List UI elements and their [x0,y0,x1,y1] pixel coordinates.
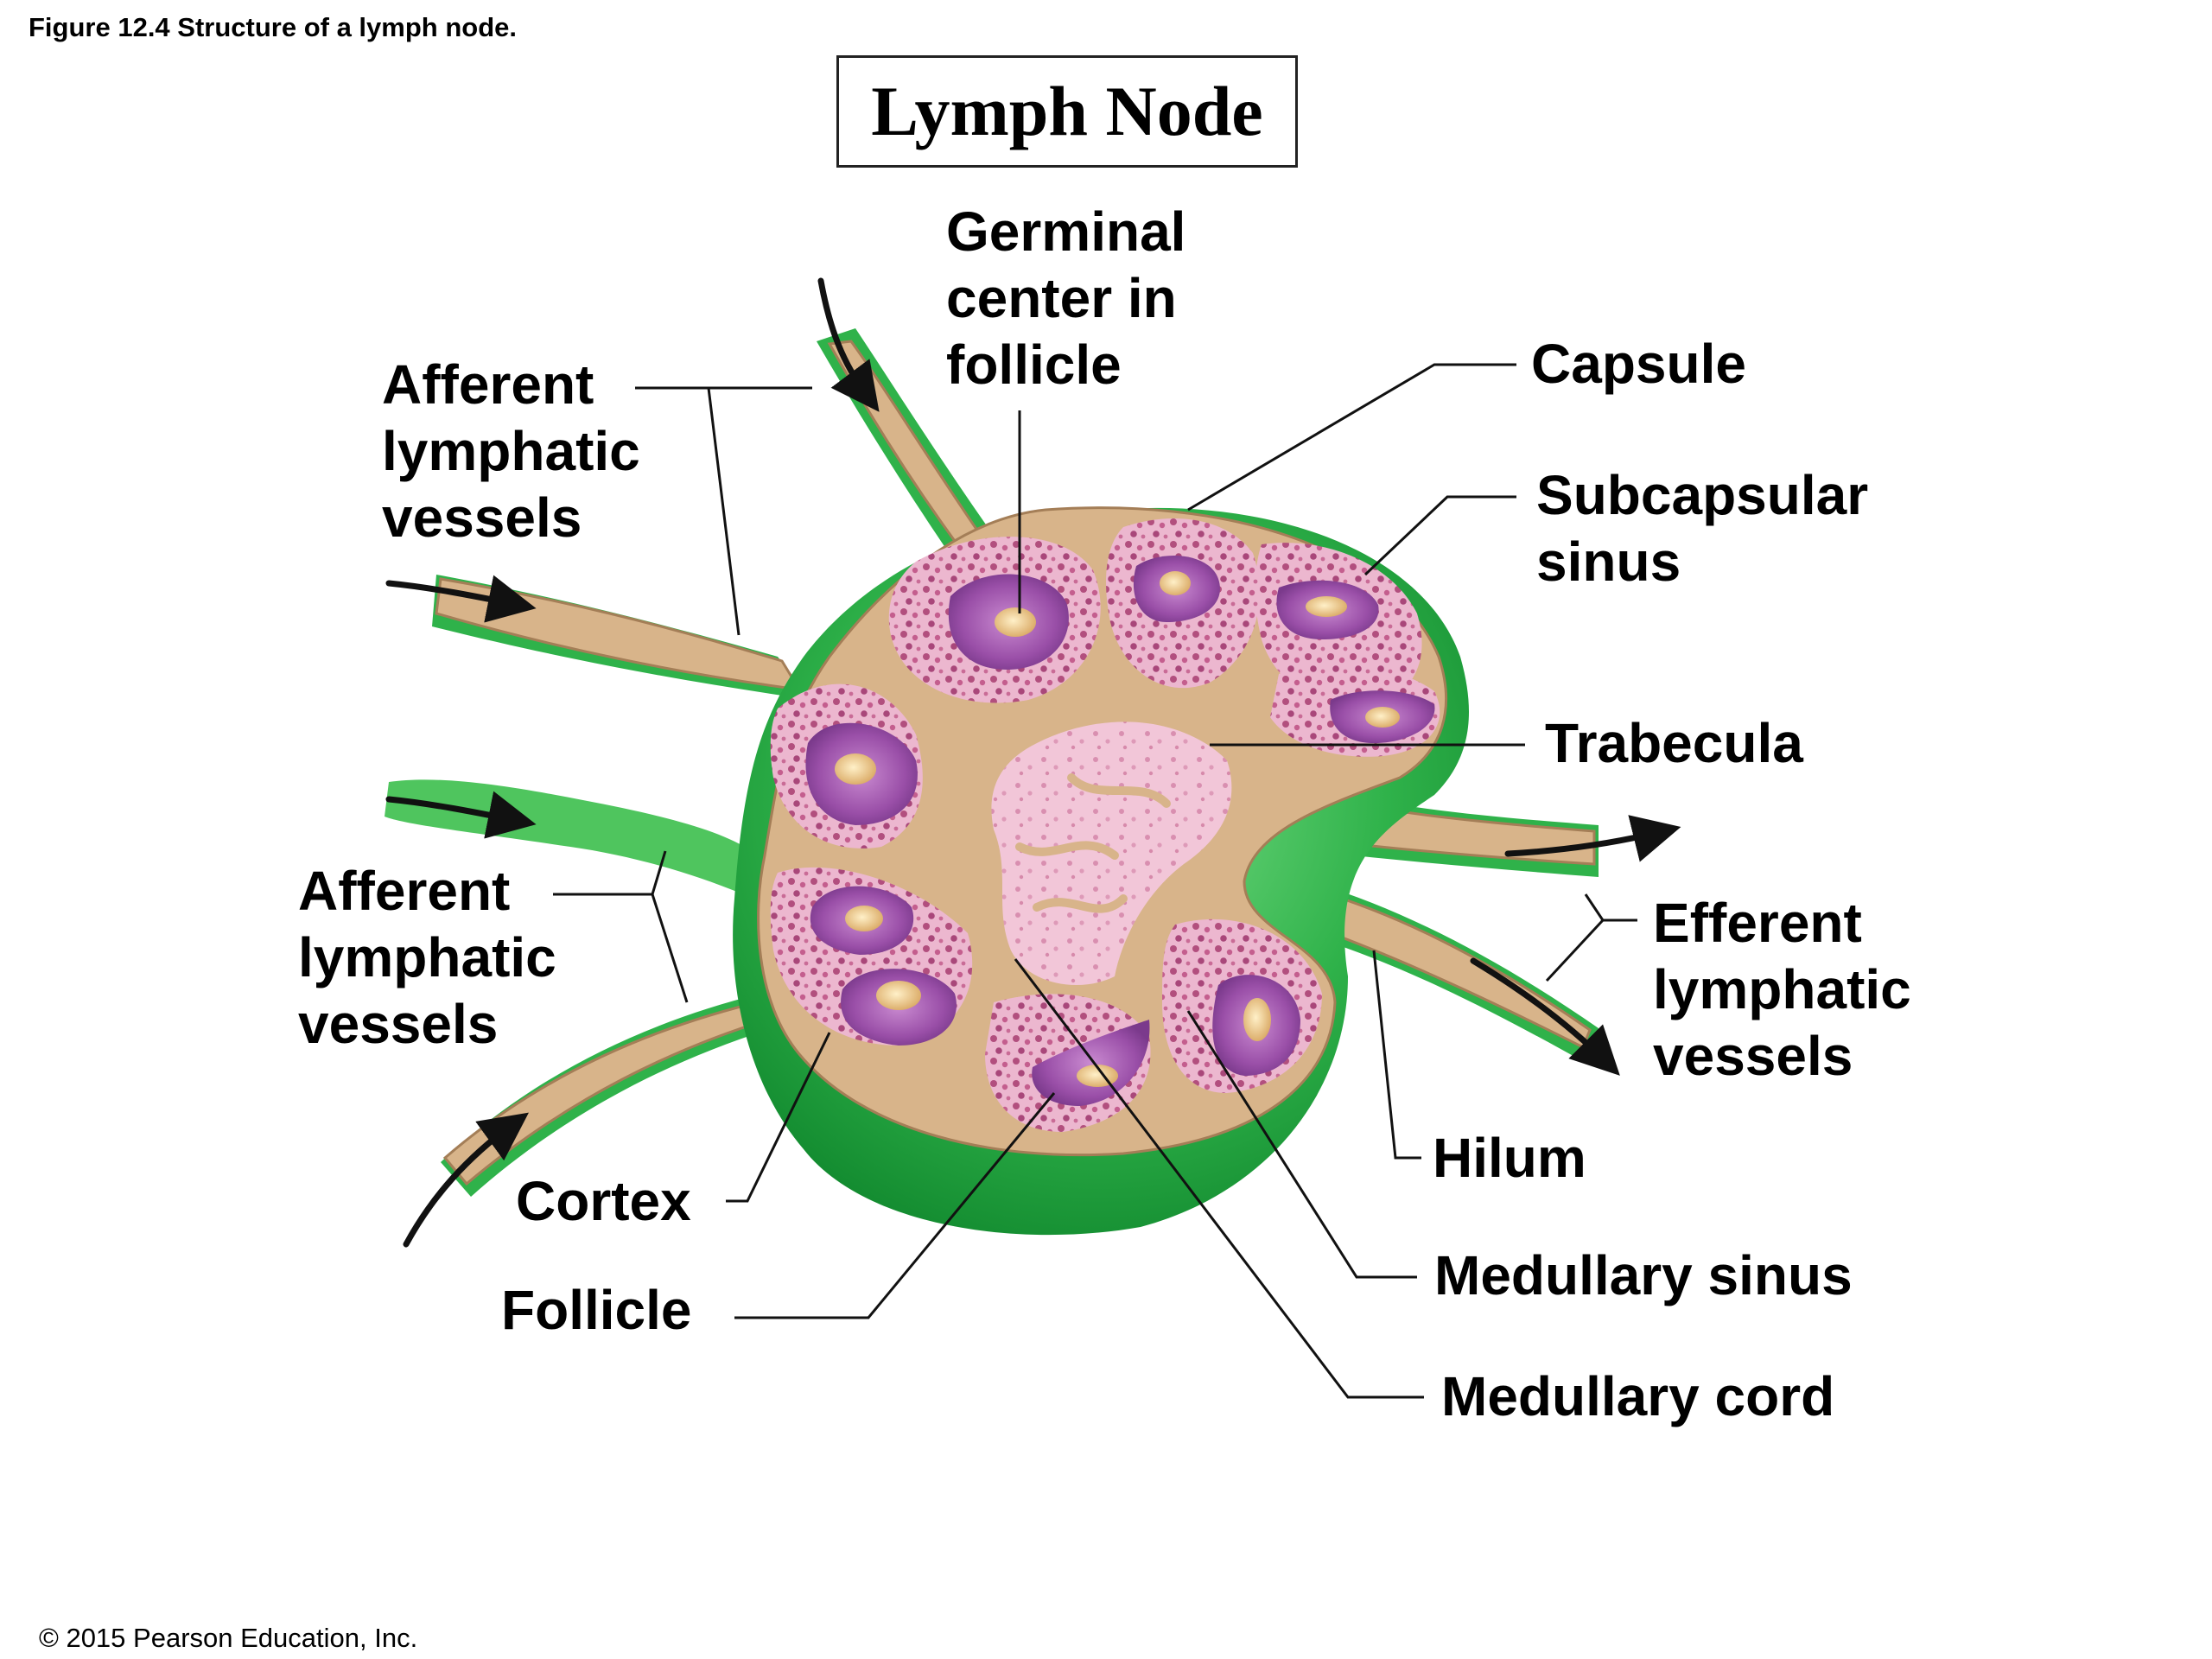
leader-hilum [1372,950,1421,1160]
leader-lines [553,363,1637,1399]
arrow-efferent-lower [1470,957,1620,1076]
arrow-afferent-top [817,277,880,412]
leader-medullary-sinus [1186,1010,1417,1279]
follicles [805,556,1435,1106]
leader-cortex [726,1032,831,1203]
arrow-afferent-middle-left [385,791,537,839]
label-efferent-vessels: Efferent lymphatic vessels [1653,892,1911,1087]
copyright-notice: © 2015 Pearson Education, Inc. [39,1623,418,1653]
arrow-afferent-lower-left [403,1112,529,1248]
leader-medullary-cord [1014,958,1424,1399]
leader-afferent-top [635,386,741,636]
arrow-afferent-upper-left [385,575,537,623]
afferent-vessel-upper-left [432,575,812,700]
diagram-title: Lymph Node [871,72,1263,150]
title-box: Lymph Node [836,55,1298,168]
label-afferent-vessels-bottom: Afferent lymphatic vessels [298,860,556,1055]
arrow-efferent-upper [1504,815,1681,862]
label-germinal-center: Germinal center in follicle [946,200,1186,396]
label-afferent-vessels-top: Afferent lymphatic vessels [382,353,640,549]
label-trabecula: Trabecula [1545,712,1803,774]
label-follicle: Follicle [501,1279,692,1341]
leader-capsule [1187,363,1516,512]
leader-subcapsular-sinus [1363,495,1516,576]
label-subcapsular-sinus: Subcapsular sinus [1536,464,1869,593]
label-capsule: Capsule [1531,333,1746,395]
flow-arrows [385,277,1681,1248]
leader-follicle [734,1092,1056,1319]
label-medullary-sinus: Medullary sinus [1434,1244,1853,1306]
label-cortex: Cortex [516,1170,691,1232]
leader-efferent [1584,893,1637,922]
figure-caption: Figure 12.4 Structure of a lymph node. [29,12,517,42]
label-medullary-cord: Medullary cord [1441,1365,1835,1427]
label-hilum: Hilum [1433,1127,1586,1189]
